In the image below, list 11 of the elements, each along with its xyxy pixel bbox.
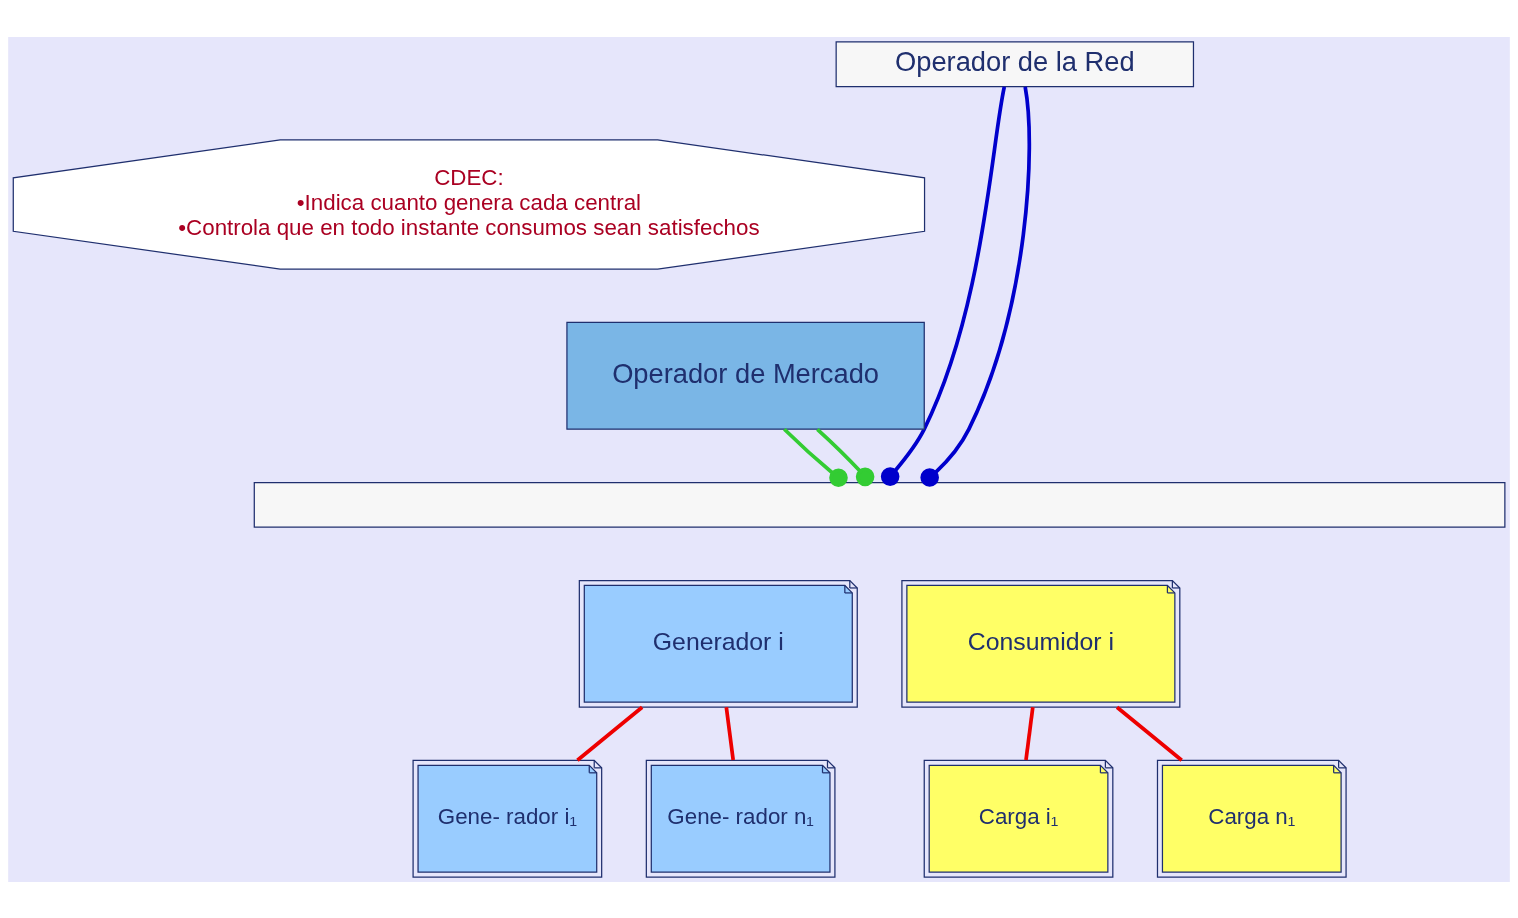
connector (576, 705, 644, 762)
connector (816, 427, 875, 486)
connector (1115, 705, 1183, 762)
connector (920, 86, 1032, 487)
connector (880, 86, 1007, 486)
connector (724, 706, 735, 760)
node-box: Operador de Mercado (566, 321, 925, 430)
connector (1024, 706, 1035, 760)
connector (783, 427, 848, 487)
node-box: Operador de la Red (835, 40, 1195, 87)
node-bar (253, 481, 1506, 528)
